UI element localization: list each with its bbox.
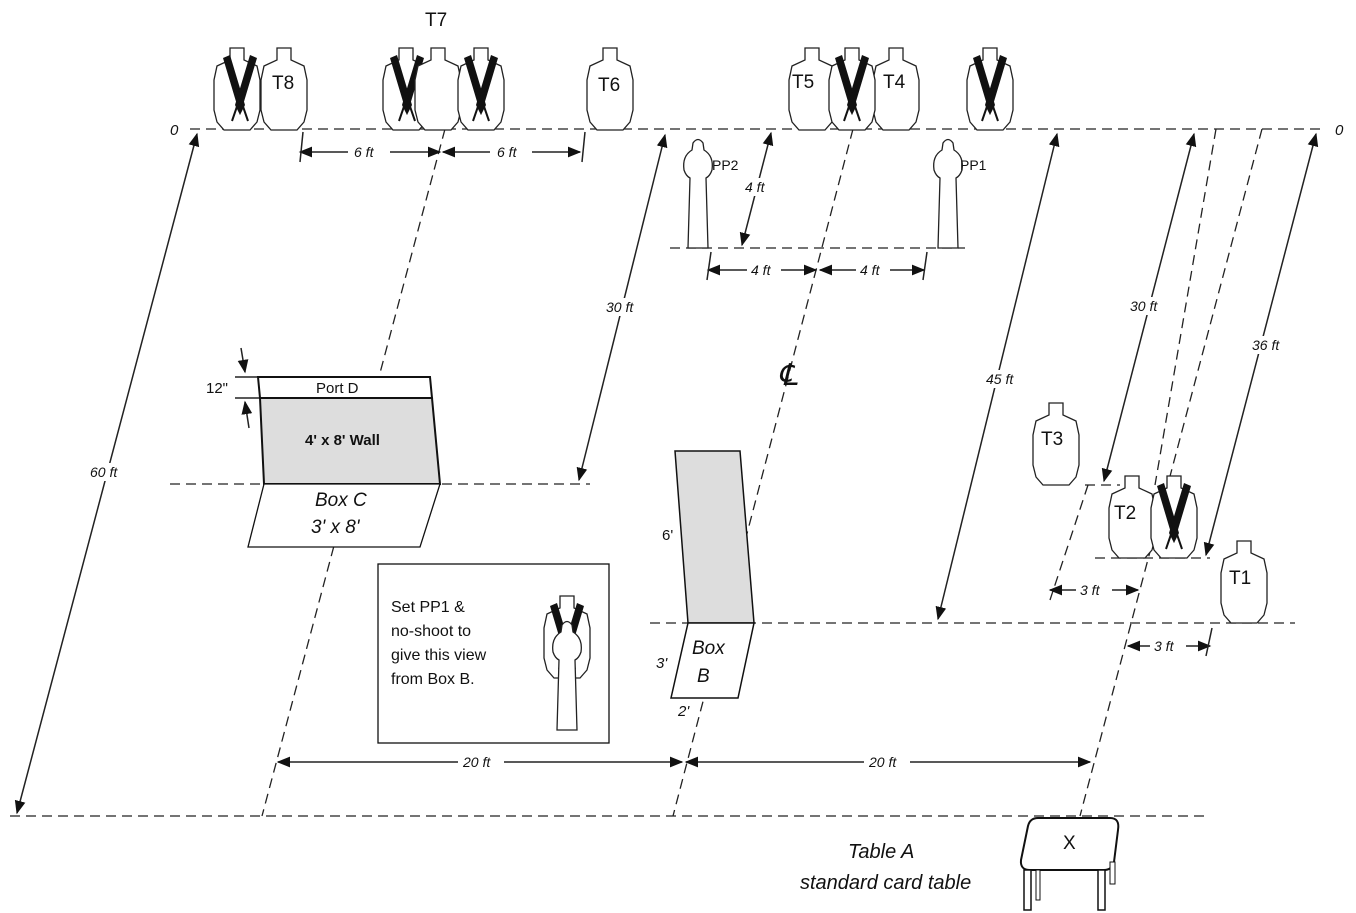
label-t5: T5 (792, 72, 814, 93)
label-wall: 4' x 8' Wall (305, 432, 380, 449)
label-20ft-b: 20 ft (868, 754, 897, 770)
label-45ft: 45 ft (986, 371, 1014, 387)
label-t6: T6 (598, 75, 620, 96)
note-line-4: from Box B. (391, 671, 475, 688)
box-c (247, 483, 441, 548)
label-6ft-a: 6 ft (354, 144, 375, 160)
label-table-a-desc: standard card table (800, 872, 971, 894)
label-30ft-mid: 30 ft (606, 299, 634, 315)
label-box-c-2: 3' x 8' (311, 517, 361, 538)
label-4ft-b: 4 ft (860, 262, 881, 278)
note-pp1-target (552, 620, 582, 731)
wall-group: Port D 4' x 8' Wall Box C 3' x 8' (247, 376, 442, 548)
label-t1: T1 (1229, 568, 1251, 589)
label-pp2: PP2 (712, 157, 739, 173)
label-3ft-a: 3 ft (1080, 582, 1101, 598)
target-t3-group: T3 (1032, 402, 1080, 486)
box-b (670, 622, 755, 699)
label-4ft-a: 4 ft (751, 262, 772, 278)
target-t2-group: T2 (1108, 475, 1198, 559)
label-box-b-1: Box (692, 638, 726, 659)
label-box-c-1: Box C (315, 490, 367, 511)
label-20ft-a: 20 ft (462, 754, 491, 770)
label-t7: T7 (425, 10, 447, 31)
target-t5-t4-group: T5 T4 (788, 47, 920, 131)
note-line-1: Set PP1 & (391, 599, 465, 616)
target-pp1 (933, 138, 963, 249)
perspective-line-3 (1079, 128, 1263, 817)
label-30ft-right: 30 ft (1130, 298, 1158, 314)
dim-12in-bottom-arrow (241, 400, 253, 429)
label-table-a: Table A (848, 841, 914, 863)
box-b-barrier (674, 450, 755, 624)
label-36ft: 36 ft (1252, 337, 1280, 353)
label-6-prime: 6' (662, 527, 673, 544)
note-box: Set PP1 & no-shoot to give this view fro… (377, 563, 610, 744)
box-b-group: Box B 6' 3' 2' (656, 450, 755, 720)
target-no-shoot-right-group (966, 47, 1014, 131)
label-t2: T2 (1114, 503, 1136, 524)
table-a: X (1019, 817, 1120, 911)
centerline (672, 128, 854, 817)
label-3ft-b: 3 ft (1154, 638, 1175, 654)
centerline-symbol: ℄ (778, 359, 798, 392)
label-60ft: 60 ft (90, 464, 118, 480)
label-6ft-b: 6 ft (497, 144, 518, 160)
label-t3: T3 (1041, 429, 1063, 450)
dim-12in-top-arrow (237, 347, 249, 374)
target-t7-group: T7 (382, 10, 505, 131)
label-port-d: Port D (316, 380, 359, 397)
label-2-prime: 2' (677, 703, 690, 720)
label-12in: 12" (206, 380, 228, 397)
label-4ft-vertical: 4 ft (745, 179, 766, 195)
target-t6-group: T6 (586, 47, 634, 131)
table-x-mark: X (1063, 833, 1076, 854)
label-pp1: PP1 (960, 157, 987, 173)
label-3-prime: 3' (656, 655, 668, 672)
label-t4: T4 (883, 72, 906, 93)
label-box-b-2: B (697, 666, 710, 687)
note-line-3: give this view (391, 647, 487, 664)
target-t8-group: T8 (213, 47, 308, 131)
zero-label-left: 0 (170, 122, 179, 139)
label-t8: T8 (272, 73, 294, 94)
target-t1-group: T1 (1220, 540, 1268, 624)
note-line-2: no-shoot to (391, 623, 471, 640)
target-pp2 (683, 138, 713, 249)
zero-label-right: 0 (1335, 122, 1344, 139)
